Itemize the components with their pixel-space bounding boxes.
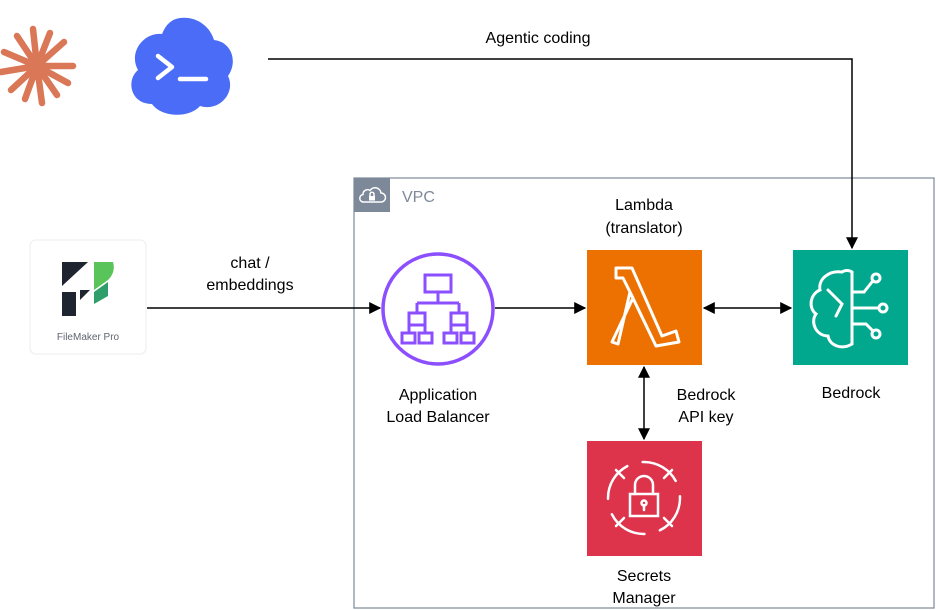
secrets-label-line2: Manager (612, 590, 676, 607)
lock-icon (606, 460, 682, 536)
edge-label-agentic: Agentic coding (486, 30, 591, 47)
filemaker-logo-icon (62, 262, 114, 316)
connectors (147, 58, 858, 441)
secrets-node: Secrets Manager (587, 441, 702, 607)
filemaker-card (29, 239, 147, 355)
lambda-box (587, 250, 702, 365)
lambda-icon (610, 266, 681, 348)
vpc-label: VPC (402, 189, 435, 206)
load-balancer-icon (400, 273, 476, 345)
secrets-label-line1: Secrets (617, 568, 671, 585)
brain-circuit-icon (809, 269, 889, 349)
secrets-box (587, 441, 702, 556)
claude-starburst-icon (0, 25, 77, 107)
lambda-label-line2: (translator) (605, 220, 682, 237)
lambda-label-line1: Lambda (615, 197, 673, 214)
terminal-cloud-icon (131, 17, 233, 115)
cloud-lock-icon (359, 187, 387, 203)
alb-label-line2: Load Balancer (386, 409, 490, 426)
bedrock-node: Bedrock (793, 250, 908, 402)
alb-node: Application Load Balancer (381, 252, 495, 426)
vpc-group: VPC (353, 177, 935, 609)
edge-label-chat-line1: chat / (230, 255, 270, 272)
edge-label-chat-line2: embeddings (206, 277, 293, 294)
edge-agentic-coding (268, 58, 858, 250)
filemaker-label: FileMaker Pro (57, 332, 120, 343)
alb-label-line1: Application (399, 387, 477, 404)
filemaker-node: FileMaker Pro (29, 239, 147, 355)
vpc-icon-box (354, 178, 390, 212)
edge-label-apikey-line1: Bedrock (677, 387, 737, 404)
alb-ring (381, 252, 495, 366)
bedrock-label: Bedrock (822, 385, 882, 402)
vpc-border (353, 177, 935, 609)
lambda-node: Lambda (translator) (587, 197, 702, 365)
edge-label-apikey-line2: API key (678, 409, 733, 426)
